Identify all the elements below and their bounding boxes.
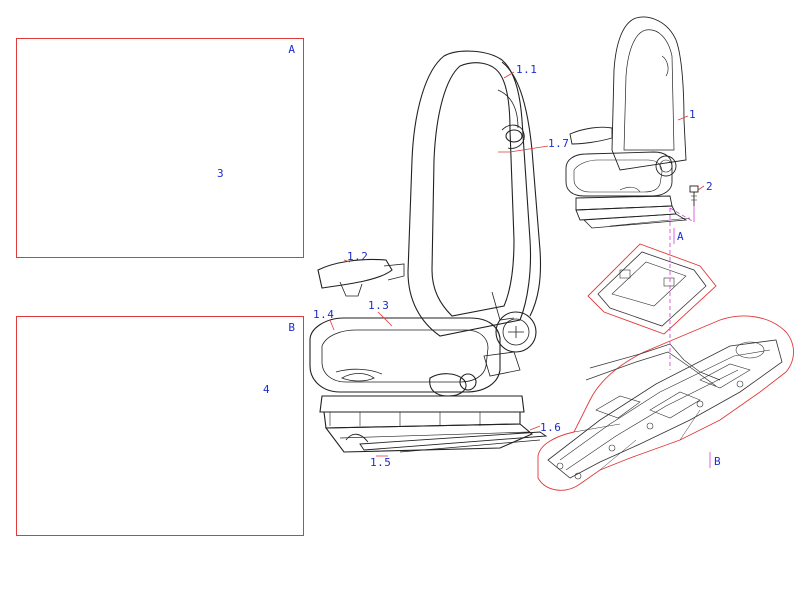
callout-3: 3 bbox=[217, 167, 225, 180]
callout-1-1: 1.1 bbox=[516, 63, 538, 76]
bolt-drawing bbox=[689, 185, 699, 206]
detail-view-b-label: B bbox=[288, 321, 295, 334]
leader-lines bbox=[329, 71, 711, 468]
callout-1-2: 1.2 bbox=[347, 250, 369, 263]
small-seat-drawing bbox=[565, 16, 691, 229]
floor-pan-drawing bbox=[537, 243, 794, 491]
callout-2: 2 bbox=[706, 180, 714, 193]
callout-1-3: 1.3 bbox=[368, 299, 390, 312]
detail-view-b: B 4 bbox=[16, 316, 304, 536]
callout-1-6: 1.6 bbox=[540, 421, 562, 434]
callout-1-4: 1.4 bbox=[313, 308, 335, 321]
detail-view-a-label: A bbox=[288, 43, 295, 56]
callout-1-5: 1.5 bbox=[370, 456, 392, 469]
detail-view-a: A 3 bbox=[16, 38, 304, 258]
callout-1-7: 1.7 bbox=[548, 137, 570, 150]
callout-4: 4 bbox=[263, 383, 271, 396]
main-seat-drawing bbox=[309, 50, 548, 453]
callout-1: 1 bbox=[689, 108, 697, 121]
section-marker-a: A bbox=[677, 230, 685, 243]
section-marker-b: B bbox=[714, 455, 722, 468]
